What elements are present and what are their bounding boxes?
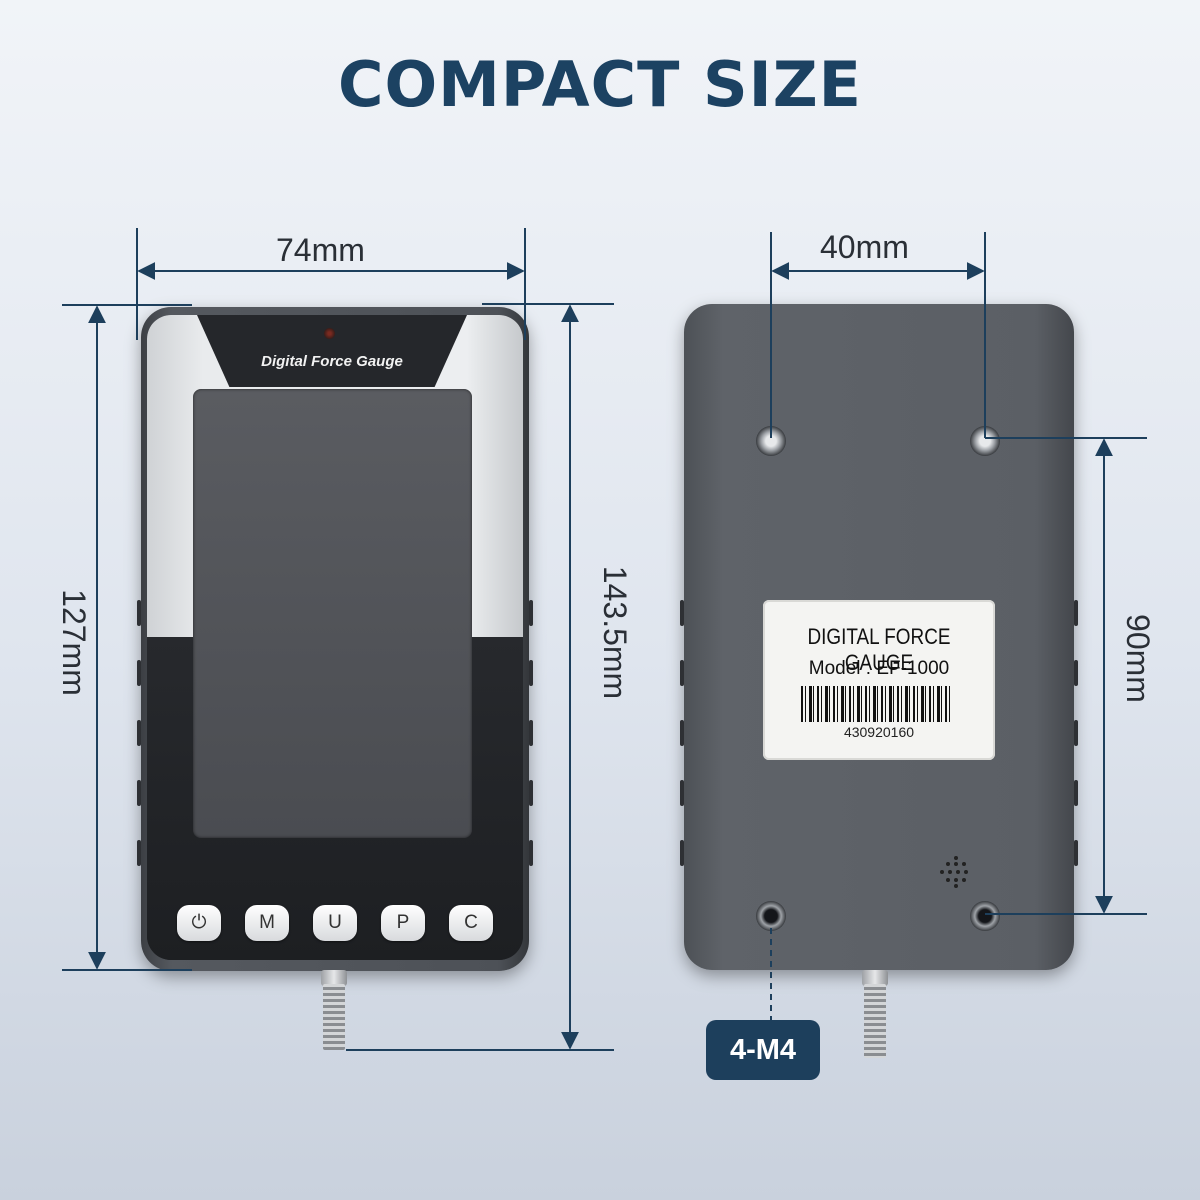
key-m: M (245, 905, 289, 941)
device-brand-text: Digital Force Gauge (261, 353, 403, 370)
dim-hole-horizontal-label: 40mm (820, 229, 909, 265)
device-screen (193, 389, 472, 838)
dim-height-label: 127mm (55, 589, 92, 696)
key-c: C (449, 905, 493, 941)
speaker-grille-icon (938, 854, 974, 890)
product-label: DIGITAL FORCE GAUGE Model : EF-1000 4309… (763, 600, 995, 760)
front-threaded-stud (323, 984, 345, 1050)
label-serial: 430920160 (843, 724, 915, 740)
dim-total-height-label: 143.5mm (597, 565, 634, 700)
back-stud-collar (862, 970, 888, 986)
sensor-dot (324, 328, 335, 339)
power-key: ⏻ (177, 905, 221, 941)
front-device-face: Digital Force Gauge ⏻ M U P C (147, 315, 523, 960)
power-icon: ⏻ (191, 912, 207, 933)
key-u: U (313, 905, 357, 941)
dim-width-label: 74mm (276, 232, 365, 268)
mount-hole-bottom-left (756, 901, 786, 931)
mount-thread-tag: 4-M4 (706, 1020, 820, 1080)
front-stud-collar (321, 970, 347, 986)
mount-hole-bottom-right (970, 901, 1000, 931)
key-p: P (381, 905, 425, 941)
dim-hole-vertical-label: 90mm (1119, 614, 1156, 703)
device-button-row: ⏻ M U P C (177, 905, 497, 945)
front-notch (197, 315, 467, 387)
label-title: DIGITAL FORCE GAUGE (807, 624, 951, 675)
barcode (801, 686, 951, 722)
back-threaded-stud (864, 984, 886, 1058)
label-model: Model : EF-1000 (808, 658, 950, 679)
page-title: COMPACT SIZE (337, 48, 863, 121)
